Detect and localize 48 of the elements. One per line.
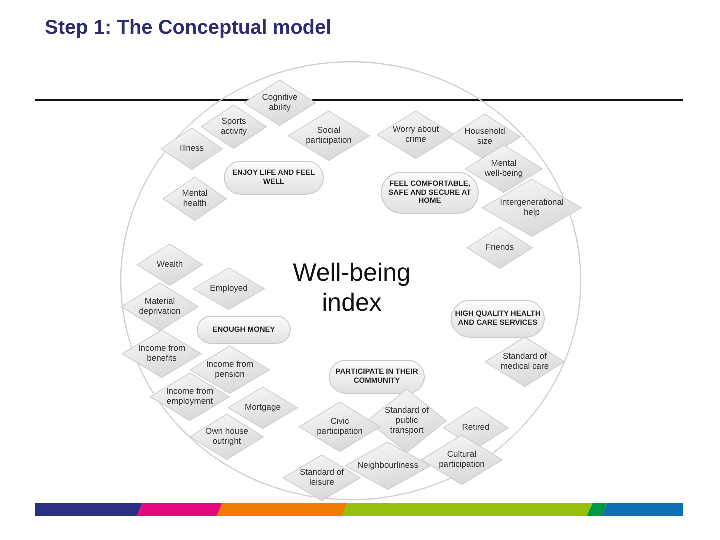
indicator-diamond: [485, 337, 565, 387]
indicator-label: Social participation: [306, 126, 352, 146]
indicator-label: Mental well-being: [484, 159, 524, 179]
indicator-label: Illness: [180, 144, 204, 154]
indicator-diamond: [190, 414, 264, 460]
indicator-label: Income from employment: [166, 387, 214, 407]
indicator-label: Material deprivation: [139, 297, 181, 317]
indicator-label: Income from pension: [206, 360, 254, 380]
domain-pill: [197, 316, 291, 344]
indicator-diamond: [228, 387, 298, 429]
indicator-label: Cultural participation: [439, 450, 485, 470]
indicator-diamond: [377, 111, 455, 159]
indicator-label: Standard of medical care: [500, 352, 550, 372]
indicator-label: Cognitive ability: [262, 93, 298, 113]
domain-pill: [224, 161, 324, 195]
indicator-label: Standard of leisure: [300, 468, 344, 488]
indicator-diamond: [121, 283, 199, 331]
indicator-label: Civic participation: [317, 417, 363, 437]
indicator-label: Retired: [462, 423, 490, 433]
indicator-label: Worry about crime: [392, 125, 440, 145]
indicator-label: Wealth: [156, 260, 184, 270]
indicator-diamond: [193, 268, 265, 310]
indicator-diamond: [467, 227, 533, 269]
domain-pill: [381, 172, 479, 214]
indicator-label: Mortgage: [245, 403, 281, 413]
indicator-label: Employed: [210, 284, 248, 294]
indicator-label: Standard of public transport: [385, 406, 429, 436]
indicator-diamond: [163, 177, 227, 221]
indicator-label: Sports activity: [221, 117, 247, 137]
indicator-diamond: [345, 442, 431, 490]
index-circle: [120, 61, 582, 501]
indicator-diamond: [161, 128, 223, 170]
indicator-label: Household size: [464, 127, 506, 147]
indicator-label: Income from benefits: [138, 344, 186, 364]
indicator-label: Friends: [486, 243, 514, 253]
indicator-diamond: [288, 111, 370, 161]
indicator-diamond: [137, 244, 203, 286]
indicator-label: Mental health: [182, 189, 208, 209]
indicator-diamond: [122, 330, 202, 378]
indicator-label: Intergenerational help: [500, 198, 564, 218]
indicator-diamond: [421, 435, 503, 485]
domain-pill: [329, 360, 425, 394]
indicator-label: Neighbourliness: [358, 461, 418, 471]
indicator-label: Own house outright: [206, 427, 248, 447]
indicator-diamond: [299, 402, 381, 452]
domain-pill: [451, 300, 545, 338]
index-title: Well-being index: [293, 258, 411, 318]
slide-title: Step 1: The Conceptual model: [45, 17, 332, 40]
